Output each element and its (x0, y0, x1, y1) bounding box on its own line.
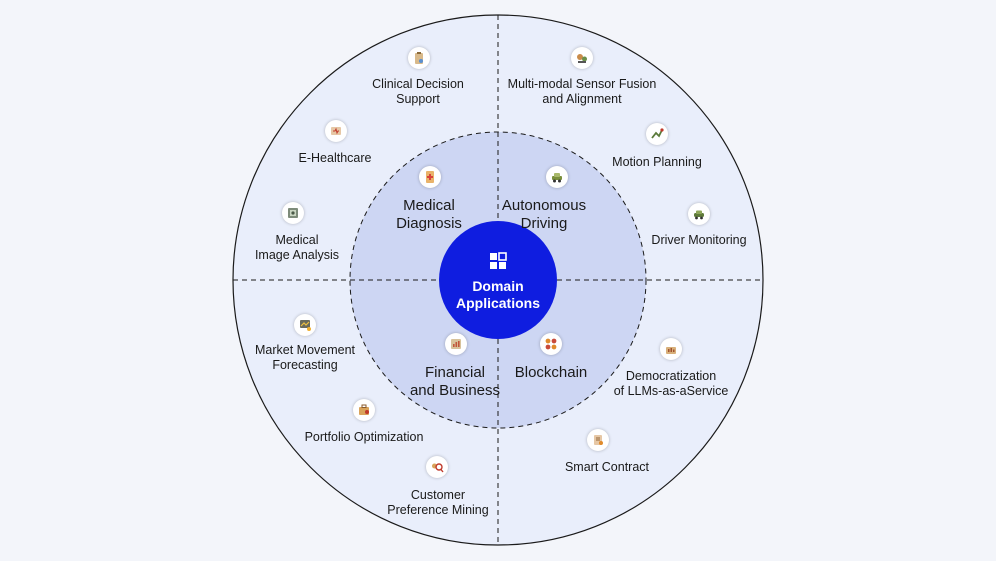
application-label-portfolio-optimization: Portfolio Optimization (304, 430, 424, 444)
market-chart-icon (294, 314, 316, 336)
domain-label-financial-business: Financial and Business (409, 364, 501, 399)
domain-label-autonomous-driving: Autonomous Driving (501, 197, 587, 232)
grid-icon (490, 252, 507, 269)
domain-label-medical-diagnosis: Medical Diagnosis (396, 197, 462, 232)
application-label-driver-monitoring: Driver Monitoring (651, 233, 747, 247)
clipboard-icon (408, 47, 430, 69)
sensor-fusion-icon (571, 47, 593, 69)
autonomous-car-icon (546, 166, 568, 188)
application-label-customer-preference-mining: Customer Preference Mining (387, 488, 489, 517)
contract-icon (587, 429, 609, 451)
application-label-motion-planning: Motion Planning (612, 155, 702, 169)
application-label-smart-contract: Smart Contract (564, 460, 650, 474)
xray-scan-icon (282, 202, 304, 224)
service-icon (660, 338, 682, 360)
route-planning-icon (646, 123, 668, 145)
health-record-icon (325, 120, 347, 142)
center-title: Domain Applications (455, 278, 541, 311)
domain-label-blockchain: Blockchain (514, 364, 588, 381)
medical-diagnosis-icon (419, 166, 441, 188)
application-label-llms-as-a-service: Democratization of LLMs-as-aService (613, 369, 729, 398)
blockchain-icon (540, 333, 562, 355)
application-label-e-healthcare: E-Healthcare (298, 151, 372, 165)
application-label-sensor-fusion: Multi-modal Sensor Fusion and Alignment (507, 77, 657, 106)
application-label-clinical-decision-support: Clinical Decision Support (372, 77, 464, 106)
application-label-market-movement-forecasting: Market Movement Forecasting (254, 343, 356, 372)
car-monitor-icon (688, 203, 710, 225)
customer-search-icon (426, 456, 448, 478)
application-label-medical-image-analysis: Medical Image Analysis (254, 233, 340, 262)
finance-icon (445, 333, 467, 355)
center-circle (439, 221, 557, 339)
portfolio-icon (353, 399, 375, 421)
